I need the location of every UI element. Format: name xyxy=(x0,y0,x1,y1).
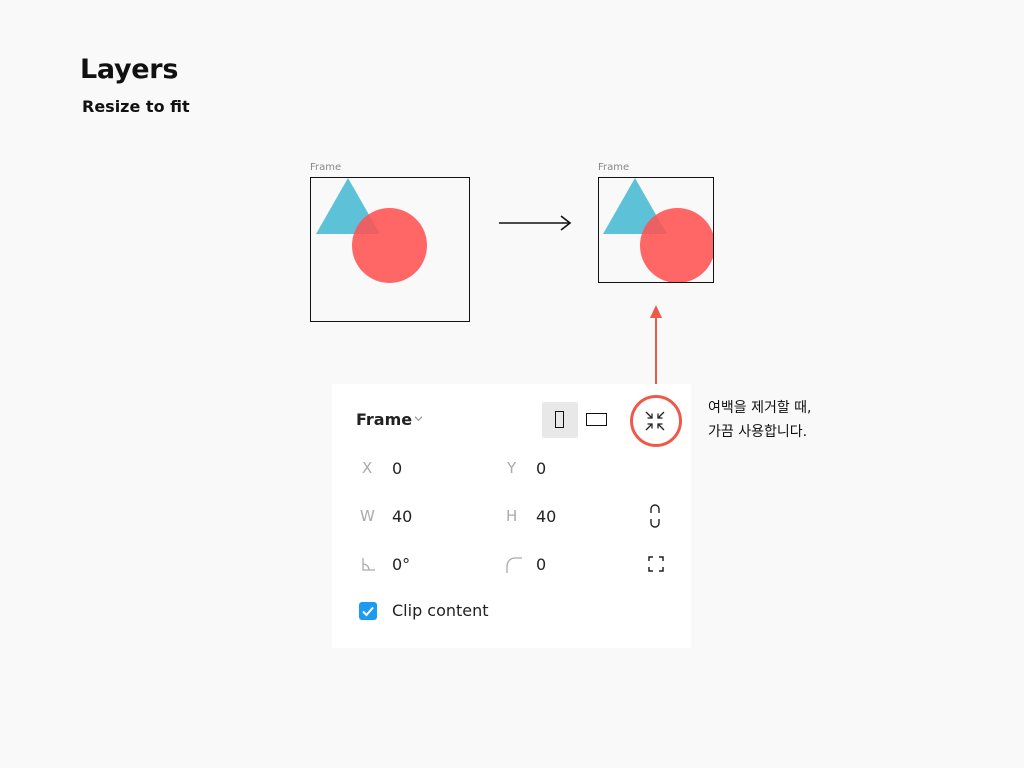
rotation-icon xyxy=(362,558,375,571)
annotation-line-2: 가끔 사용합니다. xyxy=(708,424,808,440)
h-label: H xyxy=(506,507,518,525)
landscape-frame-icon xyxy=(586,413,607,426)
resize-to-fit-button[interactable] xyxy=(638,404,672,438)
page-subtitle: Resize to fit xyxy=(82,97,190,116)
after-frame xyxy=(598,177,714,283)
w-label: W xyxy=(360,507,375,525)
clip-content-checkbox[interactable] xyxy=(359,602,377,620)
before-frame-label: Frame xyxy=(310,162,342,173)
x-input[interactable]: 0 xyxy=(392,459,403,478)
arrow-right-icon xyxy=(499,215,572,231)
constrain-proportions-icon[interactable] xyxy=(648,504,662,528)
circle-shape xyxy=(640,208,713,282)
highlight-circle xyxy=(630,395,682,447)
independent-corners-icon[interactable] xyxy=(648,556,664,572)
h-input[interactable]: 40 xyxy=(536,507,557,526)
y-label: Y xyxy=(507,459,517,477)
x-label: X xyxy=(362,459,373,477)
w-input[interactable]: 40 xyxy=(392,507,413,526)
y-input[interactable]: 0 xyxy=(536,459,547,478)
circle-shape xyxy=(352,208,427,283)
corner-radius-icon xyxy=(506,557,522,573)
page-title: Layers xyxy=(80,54,179,85)
radius-input[interactable]: 0 xyxy=(536,555,547,574)
chevron-down-icon[interactable] xyxy=(414,414,423,423)
after-frame-label: Frame xyxy=(598,162,630,173)
annotation-text: 여백을 제거할 때, 가끔 사용합니다. xyxy=(708,396,812,444)
rotation-input[interactable]: 0° xyxy=(392,555,411,574)
before-frame xyxy=(310,177,470,322)
frame-dropdown[interactable]: Frame xyxy=(356,410,413,429)
clip-content-label: Clip content xyxy=(392,601,489,620)
resize-to-fit-icon xyxy=(645,411,665,431)
checkmark-icon xyxy=(362,606,374,617)
portrait-frame-icon xyxy=(555,411,564,428)
landscape-button[interactable] xyxy=(584,402,608,438)
annotation-line-1: 여백을 제거할 때, xyxy=(708,400,812,416)
portrait-button[interactable] xyxy=(542,402,578,438)
